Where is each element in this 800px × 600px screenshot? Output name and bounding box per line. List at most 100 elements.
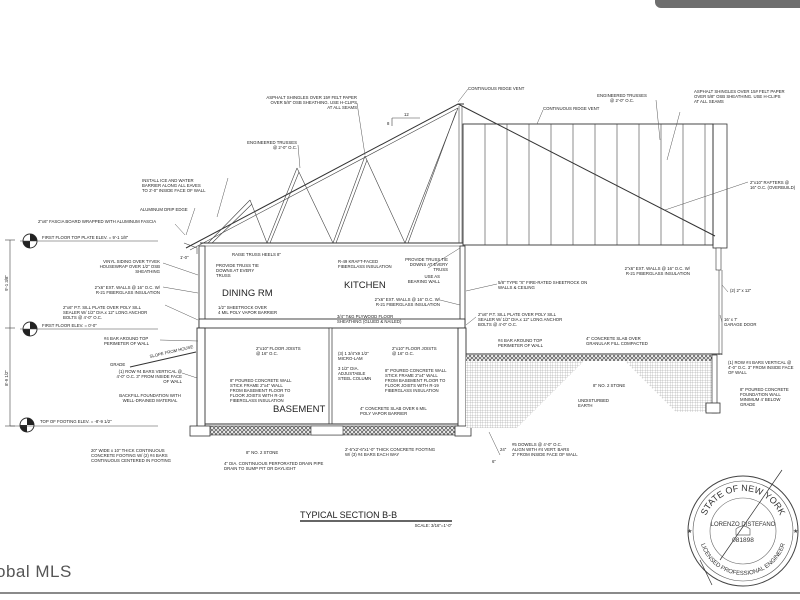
note-trusses-right: ENGINEERED TRUSSES@ 2'-0" O.C. [597, 93, 647, 103]
note-line: SLOPE FROM HOUSE [149, 344, 194, 359]
garage-roof [457, 103, 728, 355]
note-line: FIBERGLASS INSULATION [338, 264, 392, 269]
note-line: 8" POURED CONCRETE [740, 387, 789, 392]
note-line: 2"x10" FLOOR JOISTS [256, 346, 301, 351]
note-line: PROVIDE TRUSS TIE [216, 263, 259, 268]
note-garage-door: 16' x 7'GARAGE DOOR [724, 317, 756, 327]
note-line: 8" POURED CONCRETE WALL [230, 378, 292, 383]
roof-truss [185, 103, 464, 251]
note-line: GRADE [740, 402, 755, 407]
note-line: GRADE [110, 362, 125, 367]
top-right-tab [655, 0, 800, 8]
note-line: CONTINUOUS RIDGE VENT [468, 86, 525, 91]
note-line: 1/2" SHEETROCK OVER [218, 305, 267, 310]
note-line: MICRO-LAM [338, 356, 363, 361]
note-line: TRUSS [433, 267, 448, 272]
note-line: FROM BASEMENT FLOOR TO [385, 378, 446, 383]
note-ext-walls-right: 2"x6" EXT. WALLS @ 16" O.C. W/R-21 FIBER… [625, 266, 691, 276]
note-line: AT ALL SEAMS [327, 105, 357, 110]
note-line: BARRIER ALONG ALL EAVES [142, 183, 201, 188]
note-line: PROVIDE TRUSS TIE [405, 257, 448, 262]
note-line: ADJUSTABLE [338, 371, 366, 376]
note-line: AT ALL SEAMS [694, 99, 724, 104]
note-line: TO 2'-0" INSIDE FACE OF WALL [142, 188, 206, 193]
note-line: 8" NO. 2 STONE [246, 450, 278, 455]
note-line: MINIMUM 4' BELOW [740, 397, 781, 402]
note-line: @ 16" O.C. [256, 351, 278, 356]
seal-license-type: LICENSED PROFESSIONAL ENGINEER [699, 542, 787, 577]
note-line: @ 2'-0" O.C. [273, 145, 297, 150]
seal-number: 081898 [732, 537, 754, 544]
note-line: RAISE TRUSS HEELS 8" [232, 252, 281, 257]
note-line: 16" O.C. (OVERBUILD) [750, 185, 796, 190]
note-line: 16' x 7' [724, 317, 738, 322]
note-joists-left: 2"x10" FLOOR JOISTS@ 16" O.C. [256, 346, 301, 356]
note-line: 2"x10" RAFTERS @ [750, 180, 789, 185]
note-microlam: (3) 1 3/4"x9 1/2"MICRO-LAM [338, 351, 369, 361]
note-line: GARAGE DOOR [724, 322, 756, 327]
note-joists-right: 2"x10" FLOOR JOISTS@ 16" O.C. [392, 346, 437, 356]
vertical-dimension [5, 239, 15, 427]
room-label-dining: DINING RM [222, 288, 273, 299]
note-line: SEALER W/ 1/2" DIA.x 12" LONG ANCHOR [478, 317, 562, 322]
note-line: TRUSS [216, 273, 231, 278]
note-line: SHEATHING [135, 269, 160, 274]
note-line: BEARING WALL [408, 279, 441, 284]
star-icon: ★ [687, 528, 692, 535]
note-trusses-left: ENGINEERED TRUSSES@ 2'-0" O.C. [247, 140, 297, 150]
note-stone-garage: 8" NO. 2 STONE [593, 383, 625, 388]
note-drain: 4" DIA. CONTINUOUS PERFORATED DRAIN PIPE… [224, 461, 323, 471]
note-line: INSTALL ICE AND WATER [142, 178, 194, 183]
note-line: OVER 5/8" OSB SHEATHING. USE H-CLIPS [694, 94, 781, 99]
note-line: FLOOR JOISTS WITH R-19 [385, 383, 439, 388]
note-line: DRAIN TO SUMP PIT OR DAYLIGHT [224, 466, 296, 471]
note-line: PERIMETER OF WALL [498, 343, 544, 348]
note-line: 5/8" TYPE "X" FIRE-RATED SHEETROCK ON [498, 280, 587, 285]
note-line: 2"x6" P.T. SILL PLATE OVER POLY SILL [478, 312, 557, 317]
note-ridge-vent-1: CONTINUOUS RIDGE VENT [468, 86, 525, 91]
note-line: 2"x6" EXT. WALLS @ 16" O.C. W/ [625, 266, 691, 271]
note-line: OF WALL [163, 379, 182, 384]
pitch-rise: 8 [387, 121, 390, 126]
note-line: 3/4" T&G PLYWOOD FLOOR [337, 314, 393, 319]
note-ext-walls-center: 2"x6" EXT. WALLS @ 16" O.C. W/R-21 FIBER… [375, 297, 441, 307]
note-line: R-21 FIBERGLASS INSULATION [626, 271, 690, 276]
note-line: (2) 2" x 12" [730, 288, 752, 293]
note-line: ENGINEERED TRUSSES [597, 93, 647, 98]
note-line: (1) ROW #4 BARS VERTICAL @ [119, 369, 182, 374]
note-drip: ALUMINUM DRIP EDGE [140, 207, 188, 212]
note-line: CONTINUOUS RIDGE VENT [543, 106, 600, 111]
note-line: 20" WIDE x 10" THICK CONTINUOUS [91, 448, 165, 453]
note-line: FIBERGLASS INSULATION [385, 388, 439, 393]
note-line: 2"x10" FLOOR JOISTS [392, 346, 437, 351]
note-line: DOWNS AT EVERY [216, 268, 254, 273]
note-line: 2"x6" FASCIA BOARD WRAPPED WITH ALUMINUM… [38, 219, 156, 224]
note-line: BOLTS @ 4'-0" O.C. [478, 322, 517, 327]
note-fascia: 2"x6" FASCIA BOARD WRAPPED WITH ALUMINUM… [38, 219, 156, 224]
basement [129, 327, 472, 437]
note-line: @ 2'-0" O.C. [610, 98, 634, 103]
note-line: STEEL COLUMN [338, 376, 371, 381]
note-line: ALUMINUM DRIP EDGE [140, 207, 188, 212]
note-line: FOUNDATION WALL [740, 392, 781, 397]
note-line: 4 MIL POLY VAPOR BARRIER [218, 310, 277, 315]
note-line: USE AS [424, 274, 440, 279]
note-line: OF WALL [728, 370, 747, 375]
elevation-marker-footing [10, 417, 158, 433]
note-line: ENGINEERED TRUSSES [247, 140, 297, 145]
